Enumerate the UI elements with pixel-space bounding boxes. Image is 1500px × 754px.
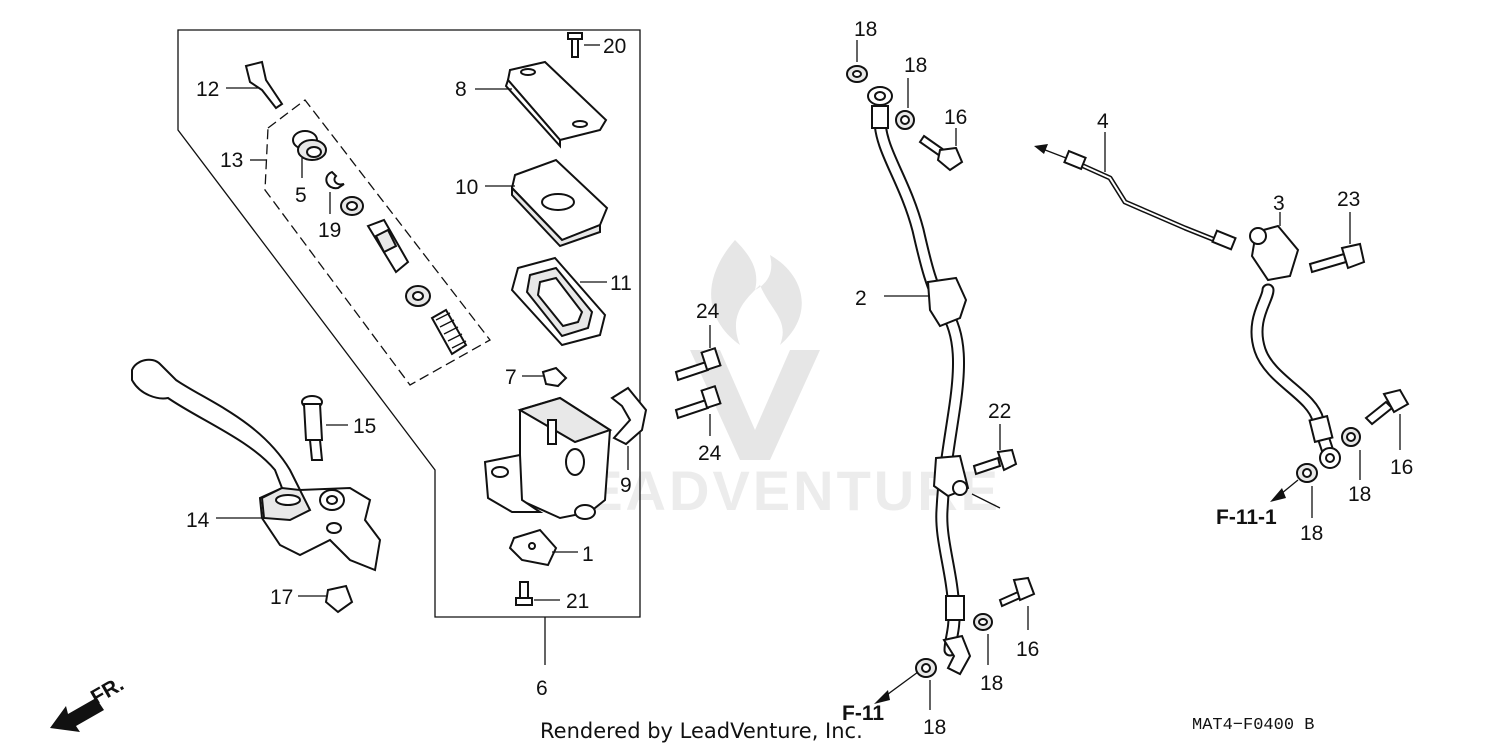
nut-17 xyxy=(298,584,354,614)
callout-24-a: 24 xyxy=(696,300,720,323)
f11-1-arrow-head xyxy=(1270,488,1286,502)
callout-15: 15 xyxy=(353,415,376,438)
callout-3: 3 xyxy=(1273,192,1285,215)
brake-lever-14 xyxy=(131,358,382,572)
washer-18-c xyxy=(973,613,993,665)
joint-3 xyxy=(1249,212,1300,282)
circlip-19 xyxy=(325,170,345,214)
piston xyxy=(366,218,410,274)
bolt-16-c xyxy=(1364,388,1410,450)
diaphragm-plate-10 xyxy=(485,158,609,248)
callout-16-b: 16 xyxy=(1016,638,1039,661)
bolt-16-b xyxy=(998,576,1036,630)
callout-13: 13 xyxy=(220,149,243,172)
callout-18-e: 18 xyxy=(1348,483,1371,506)
callout-18-f: 18 xyxy=(1300,522,1323,545)
holder-9 xyxy=(610,386,648,470)
callout-8: 8 xyxy=(455,78,467,101)
pivot-bolt-12 xyxy=(226,60,284,110)
brake-pipe-4 xyxy=(1034,132,1237,251)
diagram-code: MAT4−F0400 B xyxy=(1192,716,1314,735)
callout-6: 6 xyxy=(536,677,548,700)
diaphragm-11 xyxy=(510,256,607,347)
callout-22: 22 xyxy=(988,400,1011,423)
washer-18-d xyxy=(915,658,937,710)
callout-1: 1 xyxy=(582,543,594,566)
clip-7 xyxy=(522,366,568,388)
master-cylinder-assembly-outline xyxy=(177,29,641,618)
callout-16-a: 16 xyxy=(944,106,967,129)
callout-20: 20 xyxy=(603,35,626,58)
ref-f11-1[interactable]: F-11-1 xyxy=(1216,506,1277,529)
credit-text: Rendered by LeadVenture, Inc. xyxy=(540,719,863,743)
callout-14: 14 xyxy=(186,509,210,532)
front-direction-arrow: FR. xyxy=(50,672,128,732)
callout-18-c: 18 xyxy=(980,672,1003,695)
callout-18-a: 18 xyxy=(854,18,877,41)
callout-5: 5 xyxy=(295,184,307,207)
rear-hose xyxy=(1250,283,1341,469)
callout-23: 23 xyxy=(1337,188,1360,211)
callout-10: 10 xyxy=(455,176,478,199)
bolt-23 xyxy=(1308,212,1366,274)
bolt-24-upper xyxy=(674,325,722,382)
bolt-16-a xyxy=(918,128,964,172)
f11-arrow-head xyxy=(874,690,890,704)
washer-18-b xyxy=(895,78,915,130)
washer-18-e xyxy=(1341,427,1361,480)
watermark-text: LEADVENTURE xyxy=(548,459,1001,522)
callout-9: 9 xyxy=(620,474,632,497)
callout-19: 19 xyxy=(318,219,341,242)
bolt-22 xyxy=(972,424,1018,476)
spring xyxy=(250,159,468,356)
callout-7: 7 xyxy=(505,366,517,389)
screw-20 xyxy=(567,32,600,58)
washer-18-a xyxy=(846,40,868,83)
screw-21 xyxy=(515,581,560,606)
watermark-logo xyxy=(690,240,820,460)
ref-f11[interactable]: F-11 xyxy=(842,702,884,725)
callout-4: 4 xyxy=(1097,110,1109,133)
bolt-24-lower xyxy=(674,385,722,436)
callout-12: 12 xyxy=(196,78,219,101)
washer-18-f xyxy=(1296,463,1318,518)
callout-2: 2 xyxy=(855,287,867,310)
callout-18-d: 18 xyxy=(923,716,946,739)
master-cylinder-body xyxy=(483,396,613,520)
pivot-bolt-15 xyxy=(301,395,348,461)
reservoir-cap-8 xyxy=(475,60,608,149)
brake-hose-2 xyxy=(867,86,1001,676)
callout-17: 17 xyxy=(270,586,293,609)
brake-switch-1 xyxy=(508,528,578,567)
callout-16-c: 16 xyxy=(1390,456,1413,479)
callout-18-b: 18 xyxy=(904,54,927,77)
callout-21: 21 xyxy=(566,590,589,613)
cup-seal xyxy=(405,285,431,307)
callout-24-b: 24 xyxy=(698,442,722,465)
callout-11: 11 xyxy=(610,272,632,295)
piston-seal xyxy=(340,196,364,216)
boot-5 xyxy=(292,130,327,178)
piston-kit-outline xyxy=(264,99,491,386)
